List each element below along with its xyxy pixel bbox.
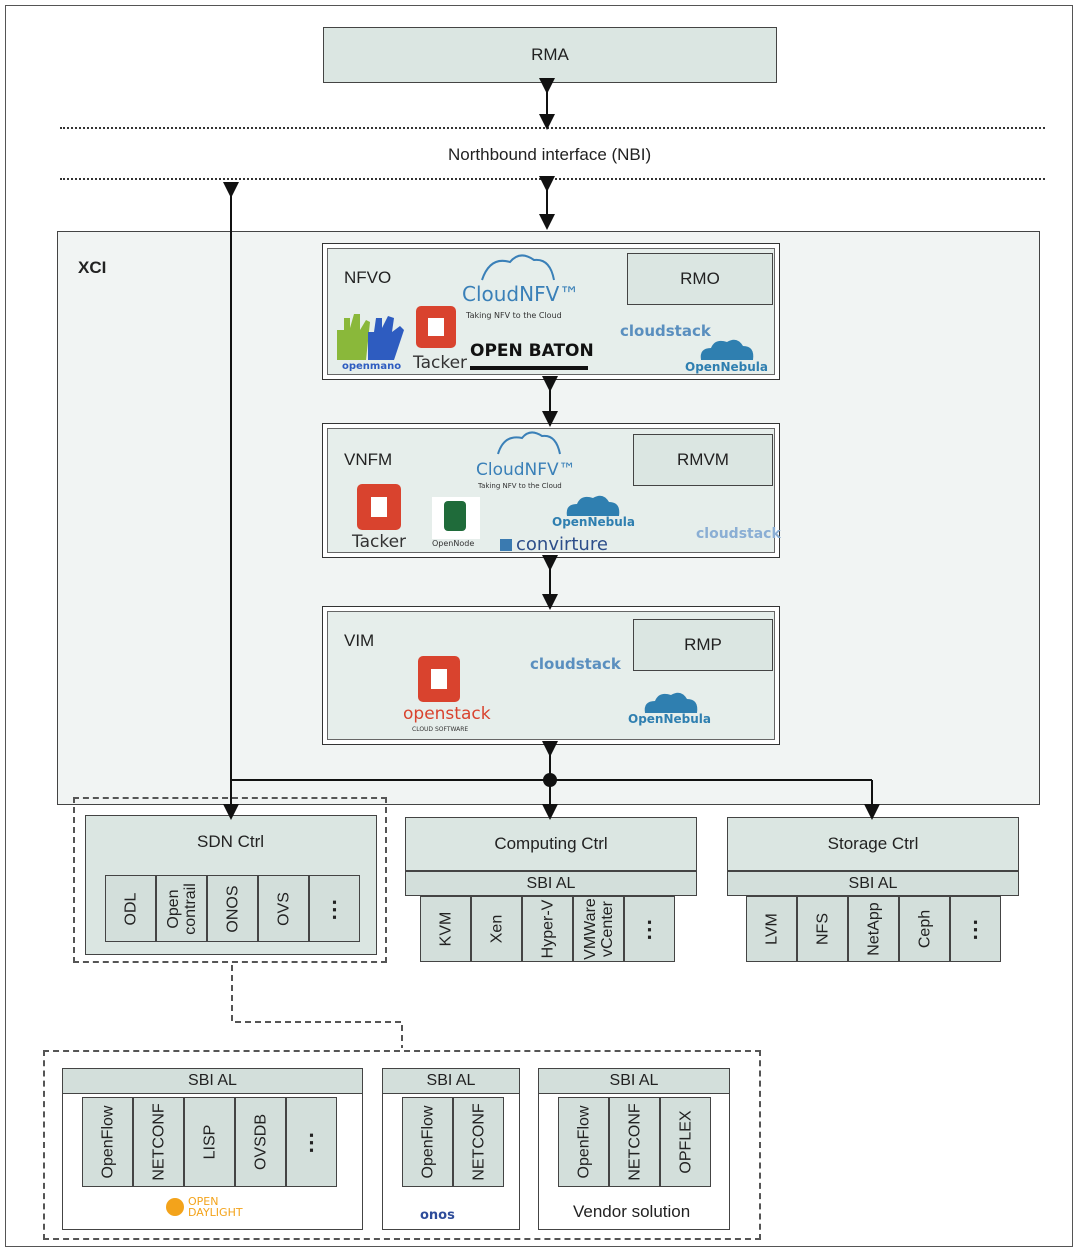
vnfm-tacker-icon bbox=[357, 484, 401, 530]
storage-ctrl-item: NFS bbox=[797, 896, 848, 962]
nfvo-openmano-hands-icon bbox=[337, 314, 404, 360]
sdn-ctrl-item: ONOS bbox=[207, 875, 258, 942]
rmp-box: RMP bbox=[633, 619, 773, 671]
nfvo-cloudnfv-tagline: Taking NFV to the Cloud bbox=[466, 311, 562, 320]
nfvo-cloud-icon bbox=[481, 254, 555, 281]
computing-ctrl-item: Hyper-V bbox=[522, 896, 573, 962]
storage-ctrl-item-label: ⋮ bbox=[964, 916, 987, 942]
onos-item: OpenFlow bbox=[402, 1097, 453, 1187]
sdn-southbound-dashed-link bbox=[231, 965, 403, 1048]
xci-label: XCI bbox=[78, 258, 107, 277]
vnfm-cloud-icon bbox=[497, 431, 561, 455]
nfvo-tacker-icon bbox=[416, 306, 456, 348]
vendor-item: OPFLEX bbox=[660, 1097, 711, 1187]
storage-ctrl-box: Storage Ctrl bbox=[727, 817, 1019, 871]
computing-ctrl-item: Xen bbox=[471, 896, 522, 962]
vim-openstack-logo: openstack bbox=[403, 704, 491, 724]
vnfm-cloudnfv-logo: CloudNFV™ bbox=[476, 460, 576, 480]
storage-ctrl-item: LVM bbox=[746, 896, 797, 962]
vnfm-opennebula-cloud-icon bbox=[566, 495, 620, 516]
onos-logo: onos bbox=[420, 1208, 455, 1223]
vendor-item: OpenFlow bbox=[558, 1097, 609, 1187]
storage-sbi-bar: SBI AL bbox=[727, 871, 1019, 896]
sdn-ctrl-item: Open contrail bbox=[156, 875, 207, 942]
vim-opennebula-logo: OpenNebula bbox=[628, 712, 711, 726]
odl-item-label: ⋮ bbox=[300, 1129, 323, 1155]
vendor-item: NETCONF bbox=[609, 1097, 660, 1187]
vendor-sbi-bar: SBI AL bbox=[538, 1068, 730, 1094]
nfvo-title: NFVO bbox=[344, 268, 392, 287]
computing-sbi-bar: SBI AL bbox=[405, 871, 697, 896]
rmo-box: RMO bbox=[627, 253, 773, 305]
southbound-dashed-group bbox=[43, 1050, 761, 1240]
odl-item: ⋮ bbox=[286, 1097, 337, 1187]
nfvo-cloudnfv-logo: CloudNFV™ bbox=[462, 282, 580, 306]
nfvo-opennebula-logo: OpenNebula bbox=[685, 360, 768, 374]
odl-sbi-bar: SBI AL bbox=[62, 1068, 363, 1094]
nfvo-openbaton-bar bbox=[470, 366, 588, 370]
vim-openstack-icon bbox=[418, 656, 460, 702]
vnfm-title: VNFM bbox=[344, 450, 393, 469]
sdn-ctrl-item: OVS bbox=[258, 875, 309, 942]
vnfm-convirture-logo: convirture bbox=[516, 534, 608, 555]
rmvm-box: RMVM bbox=[633, 434, 773, 486]
vim-openstack-tagline: CLOUD SOFTWARE bbox=[412, 726, 469, 733]
odl-item: LISP bbox=[184, 1097, 235, 1187]
nfvo-opennebula-cloud-icon bbox=[700, 339, 754, 360]
vnfm-tacker-logo: Tacker bbox=[352, 532, 407, 552]
nfvo-openbaton-logo: OPEN BATON bbox=[470, 341, 594, 361]
odl-item: OpenFlow bbox=[82, 1097, 133, 1187]
computing-ctrl-item: VMWare vCenter bbox=[573, 896, 624, 962]
vnfm-opennode-icon bbox=[432, 497, 480, 539]
nfvo-openmano-logo: openmano bbox=[342, 361, 402, 372]
nbi-label: Northbound interface (NBI) bbox=[448, 145, 652, 164]
computing-ctrl-item-label: ⋮ bbox=[638, 916, 661, 942]
nfvo-cloudstack-logo: cloudstack bbox=[620, 322, 711, 340]
opendaylight-logo: OPEN DAYLIGHT bbox=[188, 1195, 243, 1219]
computing-ctrl-box: Computing Ctrl bbox=[405, 817, 697, 871]
odl-item: NETCONF bbox=[133, 1097, 184, 1187]
nfvo-tacker-logo: Tacker bbox=[413, 353, 468, 373]
vnfm-opennebula-logo: OpenNebula bbox=[552, 515, 635, 529]
odl-item: OVSDB bbox=[235, 1097, 286, 1187]
vnfm-cloudnfv-tagline: Taking NFV to the Cloud bbox=[478, 482, 562, 490]
storage-ctrl-item: NetApp bbox=[848, 896, 899, 962]
opendaylight-flower-icon bbox=[166, 1198, 184, 1216]
sdn-ctrl-item: ODL bbox=[105, 875, 156, 942]
onos-item: NETCONF bbox=[453, 1097, 504, 1187]
vnfm-opennode-logo: OpenNode bbox=[432, 539, 475, 548]
vim-title: VIM bbox=[344, 631, 375, 650]
vnfm-convirture-icon bbox=[500, 539, 512, 551]
computing-ctrl-item: ⋮ bbox=[624, 896, 675, 962]
sdn-ctrl-item: ⋮ bbox=[309, 875, 360, 942]
computing-ctrl-item: KVM bbox=[420, 896, 471, 962]
vnfm-cloudstack-logo: cloudstack bbox=[696, 526, 781, 542]
sdn-ctrl-item-label: ⋮ bbox=[323, 896, 346, 921]
storage-ctrl-item: Ceph bbox=[899, 896, 950, 962]
vim-cloudstack-logo: cloudstack bbox=[530, 655, 621, 673]
vendor-solution-label: Vendor solution bbox=[573, 1202, 691, 1221]
vim-opennebula-cloud-icon bbox=[644, 692, 698, 713]
storage-ctrl-item: ⋮ bbox=[950, 896, 1001, 962]
onos-sbi-bar: SBI AL bbox=[382, 1068, 520, 1094]
diagram-frame bbox=[5, 5, 1073, 1247]
sdn-ctrl-title: SDN Ctrl bbox=[197, 832, 265, 851]
